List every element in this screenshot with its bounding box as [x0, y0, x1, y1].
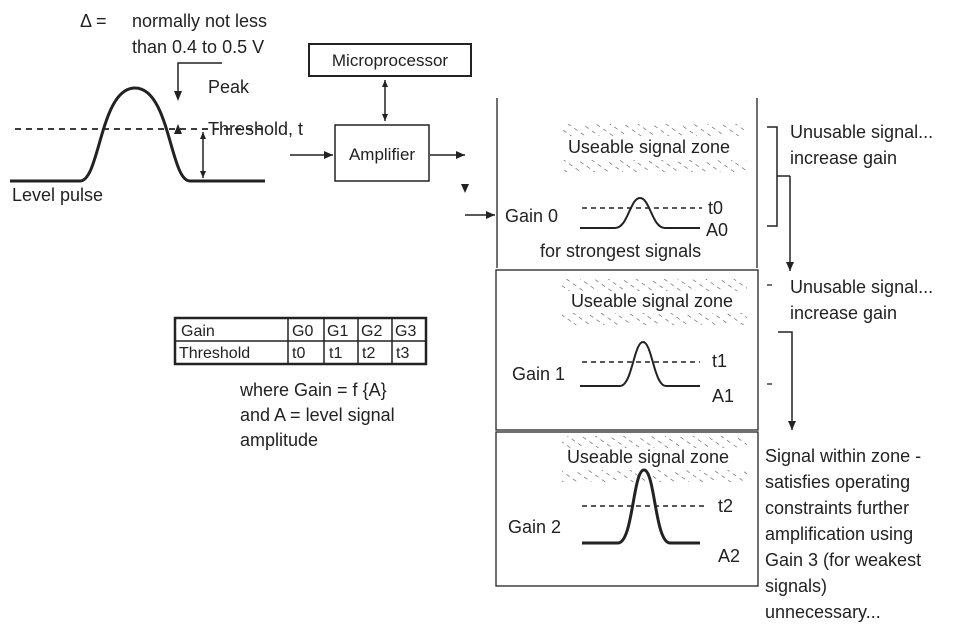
amplifier-box — [334, 124, 430, 182]
amplifier-label: Amplifier — [349, 145, 415, 164]
note-3-line-1: Signal within zone - — [765, 446, 921, 466]
table-cell: G2 — [361, 323, 382, 340]
panel-2-pulse — [582, 468, 700, 545]
panel-1-pulse — [580, 340, 700, 387]
control-chain: Microprocessor Amplifier — [290, 43, 495, 219]
note-3-line-7: unnecessary... — [765, 602, 881, 622]
note-1-line-2: increase gain — [790, 148, 897, 168]
delta-leader — [177, 62, 222, 98]
panel-2-gain-label: Gain 2 — [508, 517, 561, 537]
table-cell: G1 — [327, 323, 348, 340]
bracket-1 — [767, 126, 778, 227]
note-3-line-5: Gain 3 (for weakest — [765, 550, 921, 570]
panel-0-threshold-label: t0 — [708, 198, 723, 218]
panel-0-amplitude-label: A0 — [706, 220, 728, 240]
small-down-arrow — [461, 184, 469, 193]
table-cell: t3 — [396, 345, 409, 362]
table-cell: t0 — [292, 345, 305, 362]
peak-label: Peak — [208, 77, 250, 97]
panel-0-zone-bottom — [562, 160, 747, 172]
panel-0-gain-label: Gain 0 — [505, 206, 558, 226]
panel-2-threshold-label: t2 — [718, 496, 733, 516]
note-3-line-2: satisfies operating — [765, 472, 910, 492]
microprocessor-box — [308, 43, 472, 77]
panel-2-zone-bottom — [562, 470, 747, 482]
note-3-line-4: amplification using — [765, 524, 913, 544]
bracket-2-arrow — [778, 331, 796, 430]
panel-1-frame — [495, 269, 759, 431]
panel-1-zone-bottom — [562, 313, 747, 325]
note-1-line-1: Unusable signal... — [790, 122, 933, 142]
where-line-1: where Gain = f {A} — [239, 380, 387, 400]
delta-line-1: normally not less — [132, 11, 267, 31]
panel-1-gain-label: Gain 1 — [512, 364, 565, 384]
panel-1-threshold-label: t1 — [712, 351, 727, 371]
panel-gain-1: Useable signal zone Gain 1 t1 A1 — [495, 269, 759, 431]
panel-2-zone-top — [562, 436, 747, 448]
microprocessor-label: Microprocessor — [332, 51, 449, 70]
table-cell: Threshold — [179, 345, 250, 362]
level-pulse-label: Level pulse — [12, 185, 103, 205]
panel-gain-2: Useable signal zone Gain 2 t2 A2 — [495, 431, 759, 587]
delta-line-2: than 0.4 to 0.5 V — [132, 37, 264, 57]
panel-1-zone-top — [562, 279, 747, 291]
gain-threshold-table: Gain G0 G1 G2 G3 Threshold t0 t1 t2 t3 — [173, 316, 428, 366]
table-cell: Gain — [181, 323, 215, 340]
panel-2-zone-label: Useable signal zone — [567, 447, 729, 467]
delta-note: Δ = normally not less than 0.4 to 0.5 V — [80, 11, 267, 134]
where-line-3: amplitude — [240, 430, 318, 450]
level-pulse: Peak Threshold, t Level pulse — [10, 77, 303, 205]
delta-arrow-up — [174, 124, 182, 134]
table-cell: t2 — [362, 345, 375, 362]
panel-2-frame — [495, 431, 759, 587]
note-3-line-6: signals) — [765, 576, 827, 596]
where-note: where Gain = f {A} and A = level signal … — [239, 380, 395, 450]
panel-1-zone-label: Useable signal zone — [571, 291, 733, 311]
threshold-label: Threshold, t — [208, 119, 303, 139]
table-cell: t1 — [329, 345, 342, 362]
table-cell: G0 — [292, 323, 313, 340]
side-notes: Unusable signal... increase gain Unusabl… — [765, 122, 933, 622]
panel-gain-0: Useable signal zone Gain 0 t0 A0 for str… — [496, 98, 758, 268]
where-line-2: and A = level signal — [240, 405, 395, 425]
pulse-waveform — [10, 86, 265, 183]
note-2-line-2: increase gain — [790, 303, 897, 323]
flow-brackets — [767, 126, 796, 430]
note-3-line-3: constraints further — [765, 498, 909, 518]
delta-arrow-down — [174, 91, 182, 101]
panel-0-zone-label: Useable signal zone — [568, 137, 730, 157]
table-cell: G3 — [395, 323, 416, 340]
panel-1-amplitude-label: A1 — [712, 386, 734, 406]
panel-2-amplitude-label: A2 — [718, 546, 740, 566]
panel-0-caption: for strongest signals — [540, 241, 701, 261]
note-2-line-1: Unusable signal... — [790, 277, 933, 297]
panel-0-zone-top — [562, 124, 747, 136]
panel-0-pulse — [580, 196, 700, 229]
delta-symbol: Δ = — [80, 11, 107, 31]
